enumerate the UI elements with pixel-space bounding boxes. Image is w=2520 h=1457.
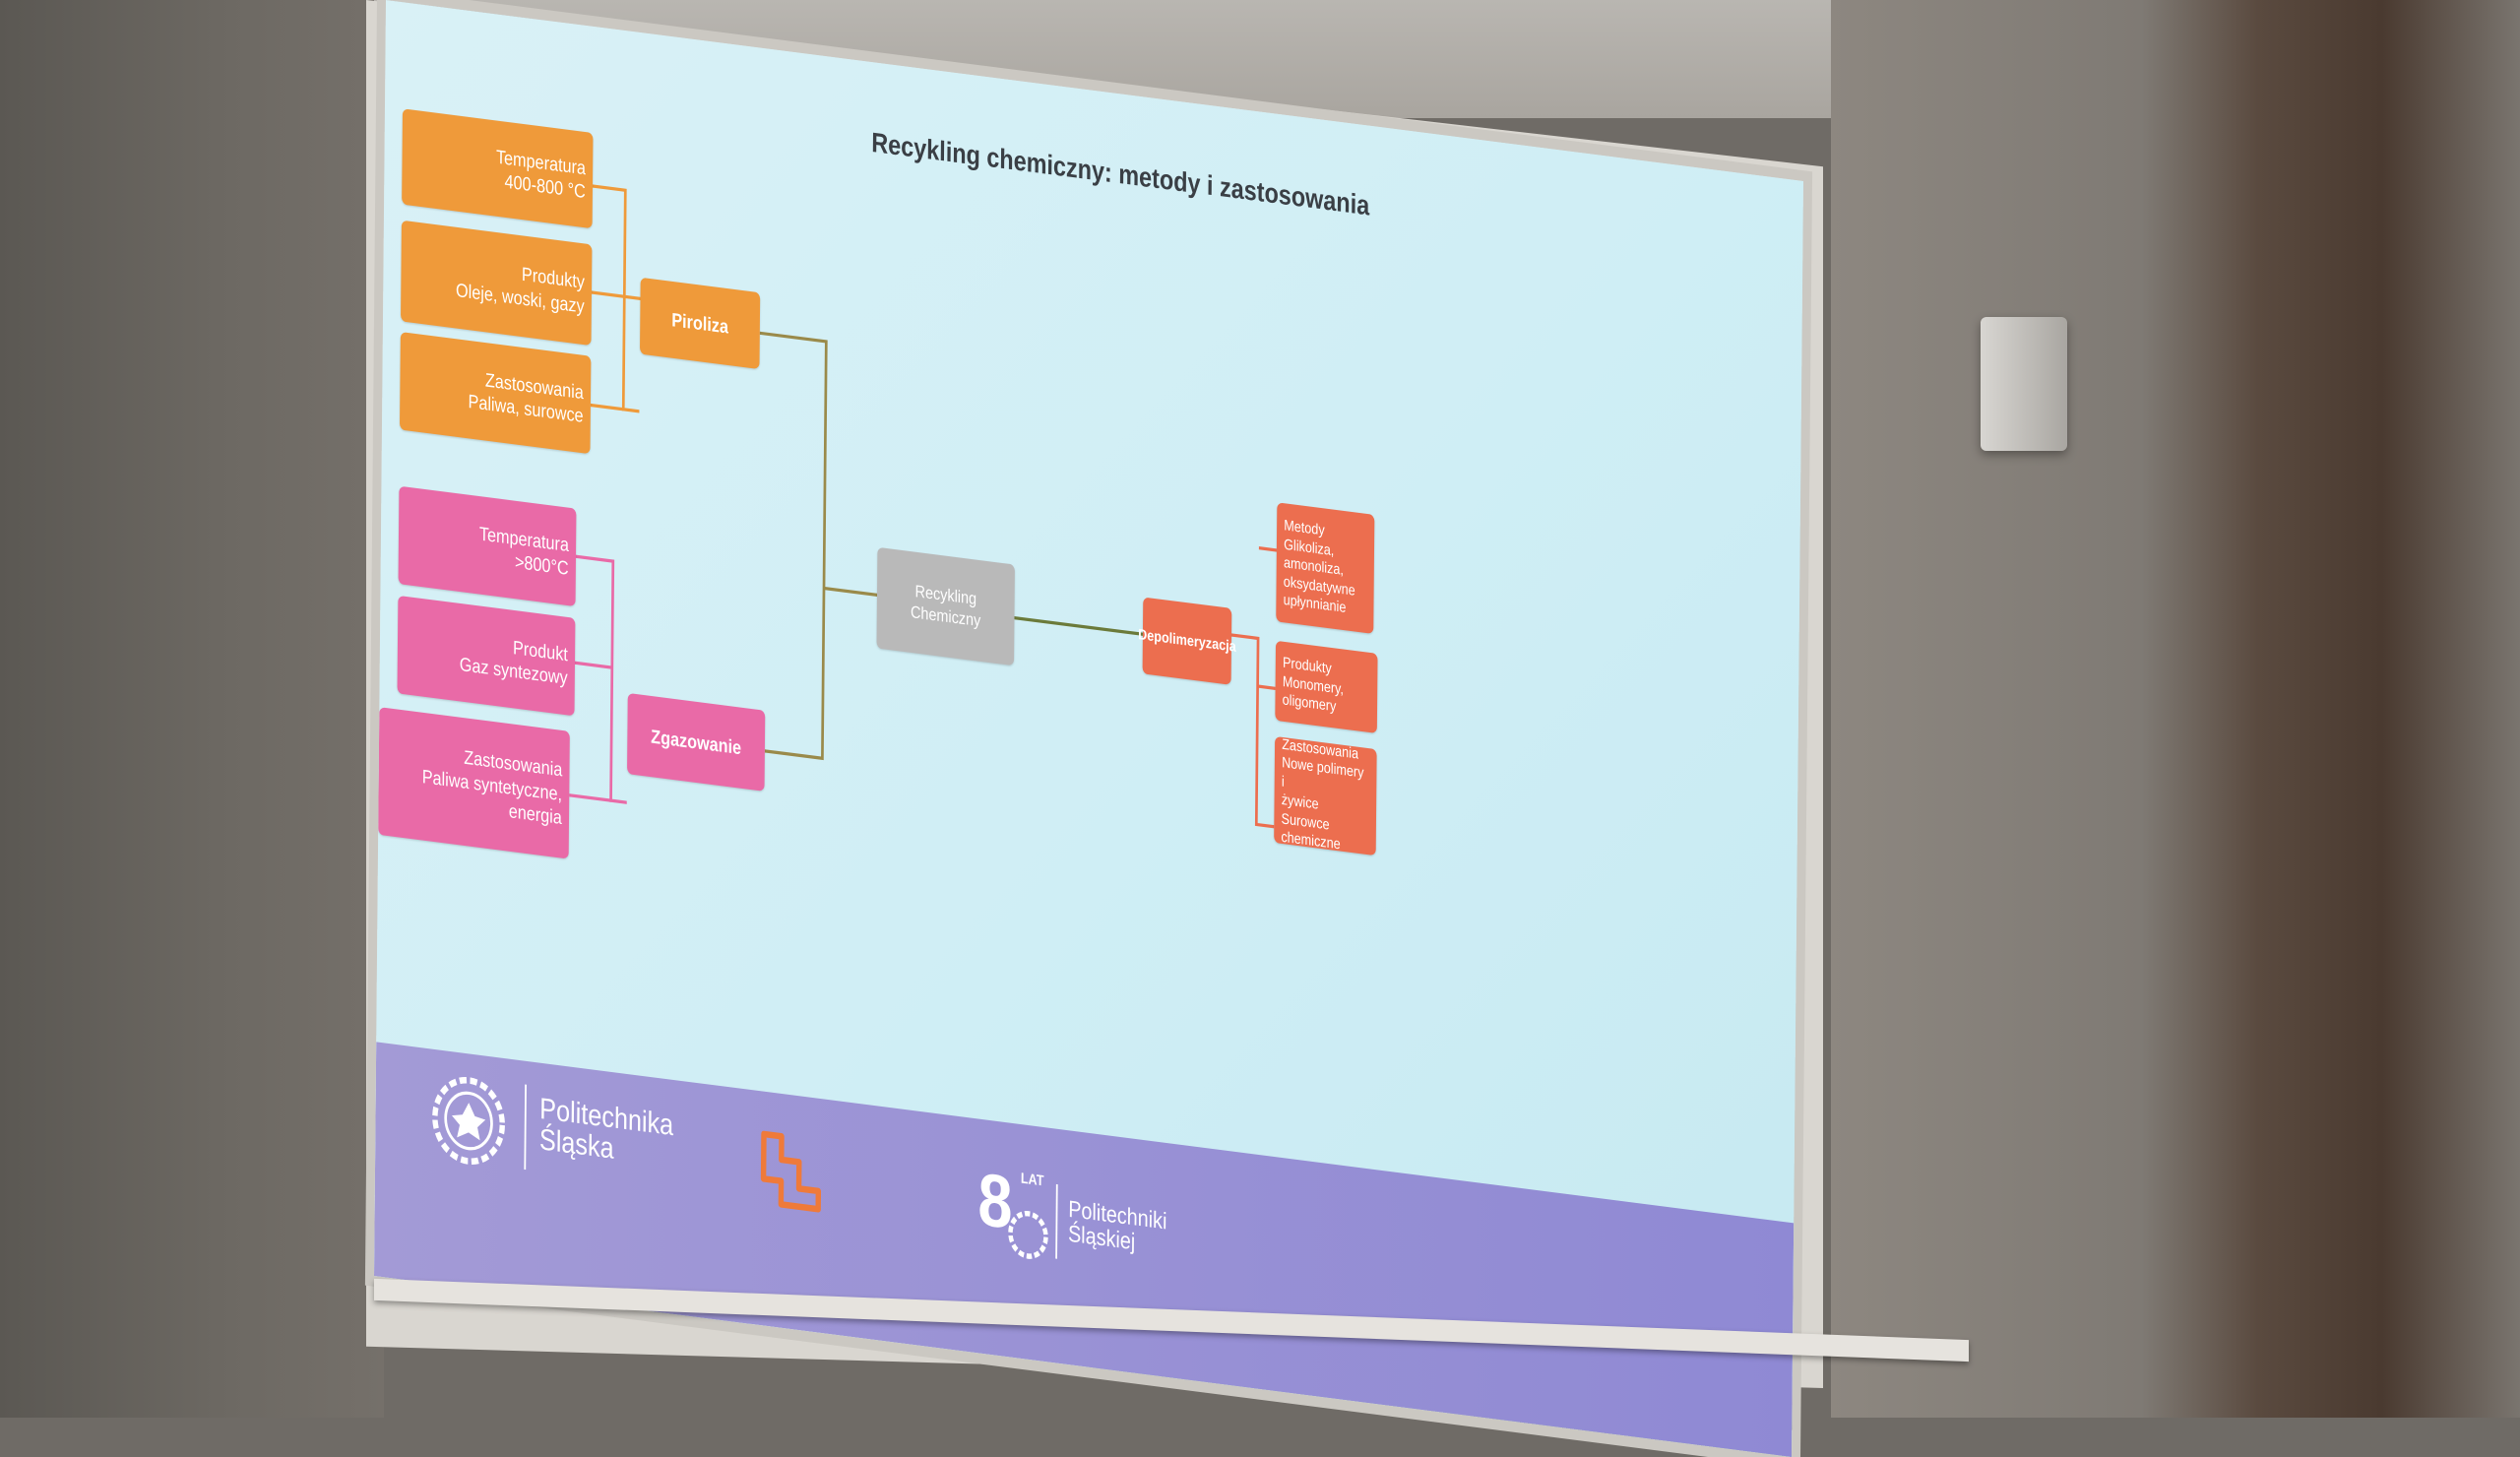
connector-main-right <box>1014 616 1143 636</box>
piroliza-node: Piroliza <box>639 277 761 370</box>
wall-right <box>1831 0 2520 1418</box>
connector-zgazowanie-uses <box>569 793 611 802</box>
connector-depol-methods <box>1231 633 1275 829</box>
university-name: Politechnika Śląska <box>538 1091 674 1166</box>
anniversary-lat: LAT <box>1020 1169 1044 1189</box>
center-node: Recykling Chemiczny <box>876 546 1015 666</box>
connector-zgazowanie-temp <box>575 554 627 804</box>
anniversary-text: Politechniki Śląskiej <box>1067 1195 1167 1255</box>
logo-divider <box>524 1084 527 1171</box>
wall-speaker <box>1981 317 2067 451</box>
orange-logo-icon <box>760 1130 822 1213</box>
anniversary-seal-icon <box>1008 1210 1048 1259</box>
anniversary-divider <box>1055 1183 1058 1259</box>
connector-piroliza-temp <box>592 184 640 413</box>
connector-lines <box>569 184 1277 829</box>
connector-zgazowanie-products <box>574 661 612 669</box>
connector-depol-methods-top <box>1258 546 1277 552</box>
connector-main-left <box>759 331 828 761</box>
wall-left <box>0 0 384 1418</box>
connector-piroliza-uses <box>590 403 624 412</box>
connector-piroliza-products <box>591 290 641 300</box>
connector-main-center <box>823 586 878 598</box>
depolimeryzacja-node: Depolimeryzacja <box>1138 597 1236 685</box>
connector-depol-products <box>1257 684 1276 690</box>
university-emblem-icon <box>432 1076 505 1166</box>
projected-slide: Recykling chemiczny: metody i zastosowan… <box>374 0 1803 1457</box>
slide-footer: Politechnika Śląska 8 LAT Politechniki Ś… <box>374 1042 1795 1457</box>
